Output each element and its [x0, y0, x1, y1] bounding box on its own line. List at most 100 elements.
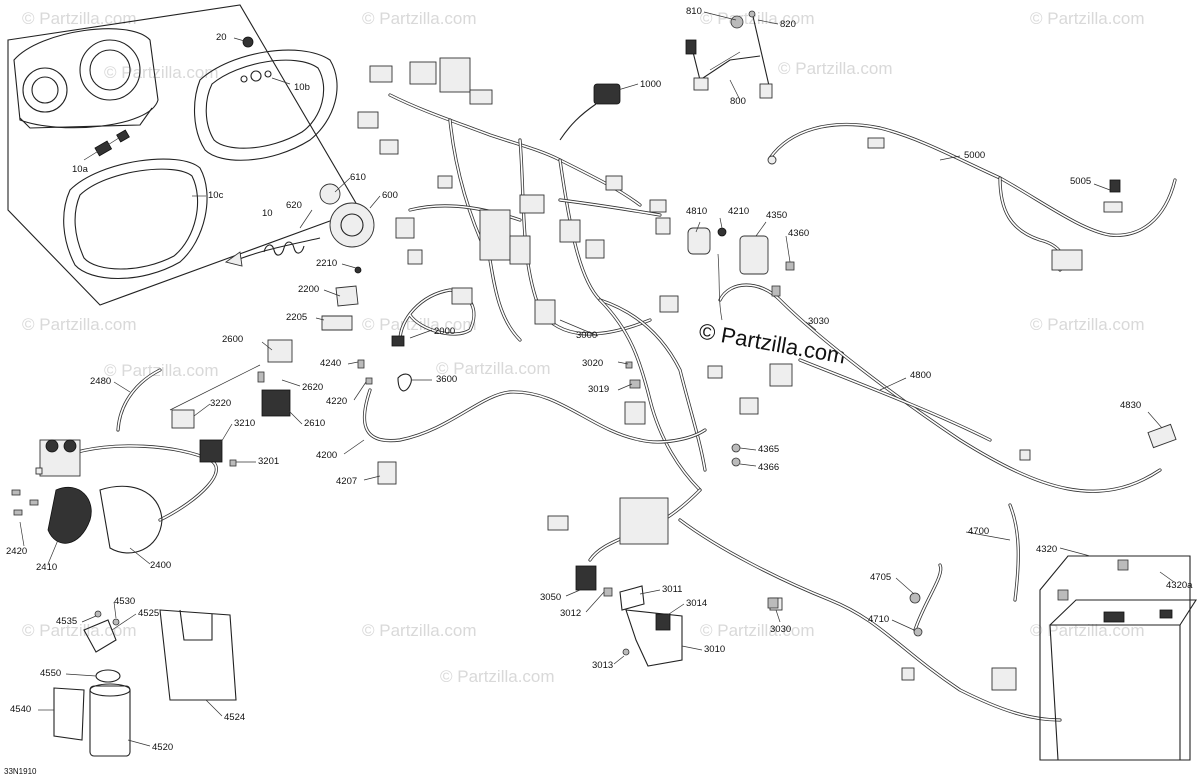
relay-2600 [267, 339, 293, 363]
bezel-10b [193, 49, 338, 161]
callout: 10c [208, 190, 224, 201]
callout: 3030 [808, 316, 829, 327]
watermark: © Partzilla.com [22, 315, 137, 334]
callout: 2600 [222, 334, 243, 345]
screw-3201 [229, 459, 237, 467]
callout: 4810 [686, 206, 707, 217]
ring-4550 [95, 669, 121, 683]
main-harness-3000 [357, 57, 793, 492]
washer-4710 [913, 627, 923, 637]
callout: 4525 [138, 608, 159, 619]
callout: 1000 [640, 79, 661, 90]
callout: 4540 [10, 704, 31, 715]
callout: 4705 [870, 572, 891, 583]
harness-2000 [391, 287, 476, 347]
connector-4830 [1147, 423, 1177, 449]
clip-area [357, 359, 412, 485]
fuse-holder-3010 [625, 609, 683, 667]
nut-4705 [909, 592, 921, 604]
connector-3210 [199, 439, 223, 463]
callout: 4220 [326, 396, 347, 407]
relay-2610 [261, 389, 291, 417]
watermark: © Partzilla.com [700, 621, 815, 640]
bracket-4524 [159, 609, 237, 701]
plug-4220 [365, 377, 373, 385]
watermark: © Partzilla.com [778, 59, 893, 78]
callout: 4366 [758, 462, 779, 473]
leader-lines [19, 11, 1175, 747]
harness-4200 [362, 388, 707, 444]
battery-4320 [1039, 555, 1198, 761]
watermark: © Partzilla.com [22, 621, 137, 640]
callout: 4200 [316, 450, 337, 461]
callout: 20 [216, 32, 227, 43]
part-4525 [83, 619, 117, 653]
inset-frame [7, 4, 361, 306]
callout: 3014 [686, 598, 707, 609]
ground-cable-4700 [909, 503, 1020, 637]
callout: 2610 [304, 418, 325, 429]
switch-cover-2410 [47, 487, 92, 544]
callout: 4320a [1166, 580, 1193, 591]
callout: 4210 [728, 206, 749, 217]
callout: 4710 [868, 614, 889, 625]
watermark: © Partzilla.com [1030, 9, 1145, 28]
callout: 4550 [40, 668, 61, 679]
watermark: © Partzilla.com [1030, 315, 1145, 334]
fastener-4365 [731, 443, 741, 467]
watermark: © Partzilla.com [1030, 621, 1145, 640]
nut-3012 [603, 587, 613, 597]
callout-labels: 20 10b 10a 10c 10 620 610 600 2210 2200 … [6, 6, 1193, 753]
callout: 10 [262, 208, 273, 219]
watermark: © Partzilla.com [22, 9, 137, 28]
switch-assembly-2400 [11, 409, 237, 554]
callout: 3050 [540, 592, 561, 603]
harness-5000 [767, 122, 1177, 272]
connector-3220 [171, 409, 195, 429]
harness-connector [357, 111, 379, 129]
watermark: © Partzilla.com [436, 359, 551, 378]
screw-2420 [11, 489, 21, 496]
callout: 3220 [210, 398, 231, 409]
clip-3030b [767, 597, 779, 609]
bracket-3011 [619, 585, 645, 611]
callout: 3020 [582, 358, 603, 369]
screw-4530 [112, 618, 120, 626]
callout: 4700 [968, 526, 989, 537]
callout: 620 [286, 200, 302, 211]
harness-4800 [718, 283, 1177, 493]
watermark: © Partzilla.com [104, 63, 219, 82]
callout: 4524 [224, 712, 245, 723]
callout: 3600 [436, 374, 457, 385]
solenoid-area [687, 227, 795, 321]
callout: 4240 [320, 358, 341, 369]
callout: 3210 [234, 418, 255, 429]
clip-3600 [397, 373, 412, 392]
callout: 4350 [766, 210, 787, 221]
callout: 5005 [1070, 176, 1091, 187]
socket-1000 [559, 83, 621, 141]
drawing-id: 33N1910 [4, 767, 37, 776]
nut-810 [730, 15, 744, 29]
fuse-3014 [655, 613, 671, 631]
cylinder-4520 [89, 685, 131, 757]
coil-cord-620 [231, 237, 321, 263]
clip-4207 [377, 461, 397, 485]
plug-4240 [357, 359, 365, 369]
bracket-4524-area [53, 609, 237, 757]
switch-body-2400 [99, 485, 163, 554]
callout: 4360 [788, 228, 809, 239]
fuse-box-area [575, 565, 779, 667]
callout: 4365 [758, 444, 779, 455]
solenoid-4350 [739, 235, 769, 275]
callout: 3012 [560, 608, 581, 619]
callout: 3019 [588, 384, 609, 395]
callout: 2400 [150, 560, 171, 571]
harness-lower [547, 488, 1062, 722]
callout: 3000 [576, 330, 597, 341]
callout: 3030 [770, 624, 791, 635]
callout: 820 [780, 19, 796, 30]
ignition-switch-600 [329, 202, 375, 248]
